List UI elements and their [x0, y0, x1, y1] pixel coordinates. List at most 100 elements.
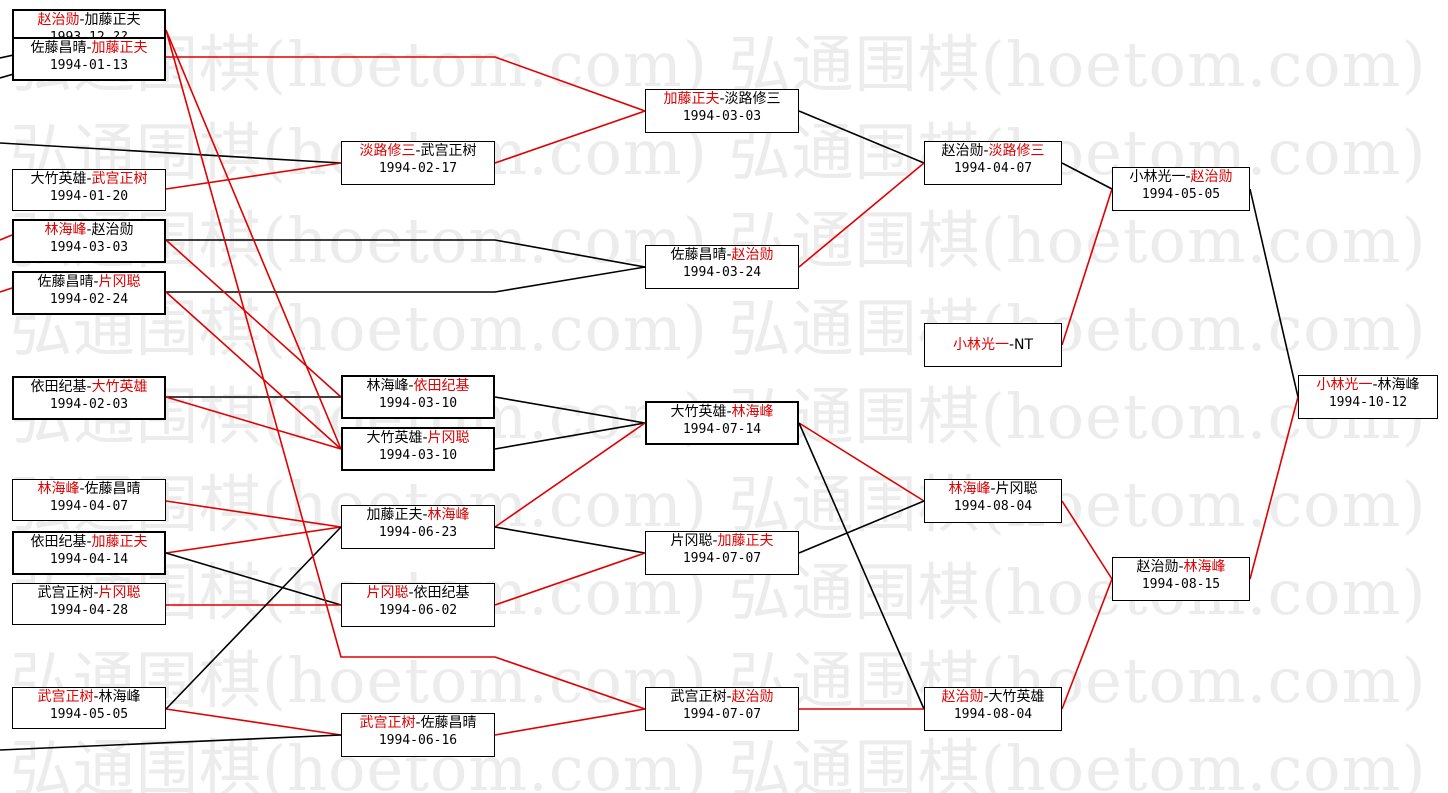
player-name: 武宫正树 — [37, 585, 94, 601]
separator: - — [719, 91, 725, 107]
separator: - — [726, 689, 732, 705]
player-name: 小林光一 — [1316, 377, 1373, 393]
bracket-link — [165, 291, 342, 450]
player-name: 佐藤昌晴 — [670, 247, 727, 263]
player-name: 淡路修三 — [724, 91, 781, 107]
bracket-link — [798, 162, 925, 268]
game-players: 赵治勋-加藤正夫 — [14, 12, 164, 29]
player-name: 依田纪基 — [413, 585, 470, 601]
player-name: 林海峰 — [98, 689, 141, 705]
game-players: 小林光一-NT — [953, 337, 1033, 354]
separator: - — [422, 430, 428, 446]
game-players: 武宫正树-片冈聪 — [13, 585, 165, 602]
player-name: 依田纪基 — [413, 378, 470, 394]
player-name: 大竹英雄 — [988, 689, 1045, 705]
game-date: 1994-07-14 — [682, 422, 762, 437]
bracket-link — [494, 708, 646, 736]
player-name: 林海峰 — [37, 481, 80, 497]
game-players: 武宫正树-佐藤昌晴 — [342, 715, 494, 732]
bracket-link — [1061, 188, 1113, 346]
bracket-link — [0, 287, 13, 293]
separator: - — [86, 222, 92, 238]
player-name: 赵治勋 — [941, 689, 984, 705]
game-date: 1994-02-24 — [49, 292, 129, 307]
bracket-link — [165, 526, 342, 554]
game-players: 赵治勋-大竹英雄 — [925, 689, 1061, 706]
separator: - — [983, 689, 989, 705]
separator: - — [1372, 377, 1378, 393]
player-name: 淡路修三 — [988, 143, 1045, 159]
player-name: 林海峰 — [1377, 377, 1420, 393]
bracket-link — [798, 110, 925, 164]
game-players: 大竹英雄-林海峰 — [647, 404, 797, 421]
player-name: 加藤正夫 — [91, 40, 148, 56]
player-name: 佐藤昌晴 — [30, 40, 87, 56]
bracket-link — [165, 162, 342, 190]
game-date: 1994-04-14 — [49, 552, 129, 567]
separator: - — [93, 274, 99, 290]
player-name: 加藤正夫 — [366, 507, 423, 523]
game-date: 1994-07-07 — [682, 551, 762, 566]
player-name: 赵治勋 — [731, 689, 774, 705]
separator: - — [93, 689, 99, 705]
game-players: 大竹英雄-片冈聪 — [343, 430, 493, 447]
bracket-link — [0, 142, 342, 164]
bracket-link — [494, 110, 646, 164]
game-date: 1994-08-04 — [953, 499, 1033, 514]
player-name: 小林光一 — [952, 336, 1009, 353]
separator: - — [990, 481, 996, 497]
game-players: 片冈聪-加藤正夫 — [646, 533, 798, 550]
game-date: 1994-03-03 — [49, 240, 129, 255]
game-players: 佐藤昌晴-片冈聪 — [14, 274, 164, 291]
bracket-link — [165, 29, 342, 450]
game-players: 林海峰-赵治勋 — [14, 222, 164, 239]
separator: - — [415, 143, 421, 159]
bracket-link — [165, 500, 342, 528]
game-players: 林海峰-片冈聪 — [925, 481, 1061, 498]
bracket-link — [0, 734, 342, 751]
game-date: 1994-02-03 — [49, 397, 129, 412]
player-name: 武宫正树 — [420, 143, 477, 159]
game-node: 小林光一-NT — [924, 323, 1062, 367]
bracket-link — [165, 708, 342, 736]
player-name: 武宫正树 — [37, 689, 94, 705]
bracket-link — [494, 552, 646, 606]
game-players: 赵治勋-林海峰 — [1113, 559, 1249, 576]
game-date: 1994-03-10 — [378, 396, 458, 411]
player-name: 加藤正夫 — [717, 533, 774, 549]
bracket-link — [1249, 188, 1299, 398]
separator: - — [86, 40, 92, 56]
separator: - — [983, 143, 989, 159]
bracket-link — [798, 422, 925, 710]
bracket-link — [1249, 396, 1299, 580]
separator: - — [79, 481, 85, 497]
game-players: 小林光一-赵治勋 — [1113, 169, 1249, 186]
game-players: 淡路修三-武宫正树 — [342, 143, 494, 160]
game-players: 佐藤昌晴-加藤正夫 — [14, 40, 164, 57]
game-date: 1994-04-28 — [49, 603, 129, 618]
separator: - — [93, 585, 99, 601]
bracket-link — [165, 239, 342, 398]
player-name: 林海峰 — [731, 404, 774, 420]
game-date: 1994-05-05 — [1141, 187, 1221, 202]
player-name: 片冈聪 — [995, 481, 1038, 497]
game-date: 1994-03-03 — [682, 109, 762, 124]
game-date: 1994-06-23 — [378, 525, 458, 540]
game-date: 1994-01-20 — [49, 189, 129, 204]
separator: - — [726, 404, 732, 420]
